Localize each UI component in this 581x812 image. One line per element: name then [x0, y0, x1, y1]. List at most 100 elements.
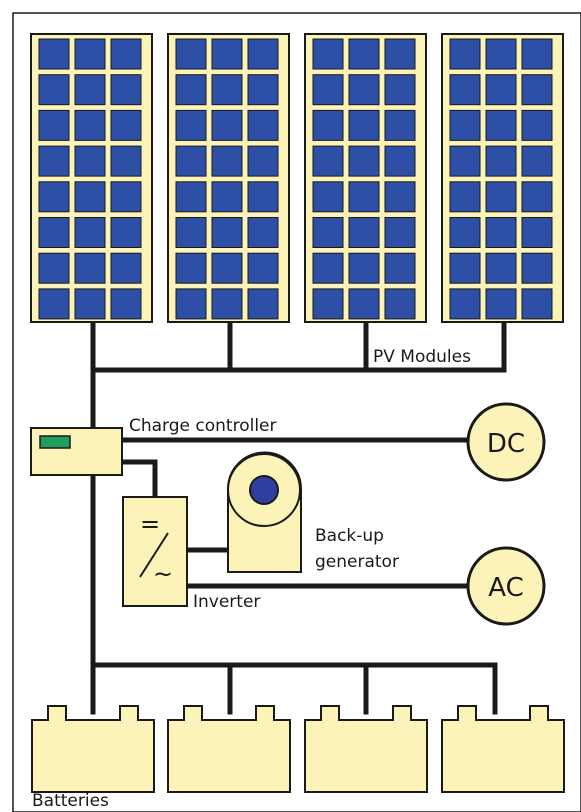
pv-cell	[312, 109, 344, 141]
charge-controller	[30, 427, 123, 476]
pv-cell	[211, 145, 243, 177]
pv-cell	[110, 74, 142, 106]
pv-cell	[175, 252, 207, 284]
dc-load-circle	[466, 402, 546, 482]
pv-cell	[38, 217, 70, 248]
inverter-ac-symbol: ~	[153, 560, 173, 588]
batteries-label: Batteries	[32, 791, 109, 811]
pv-cell	[348, 217, 380, 248]
pv-module-3	[304, 33, 427, 323]
pv-cell	[485, 38, 517, 70]
pv-cell	[74, 288, 106, 320]
pv-cell	[211, 109, 243, 141]
battery-1	[31, 705, 155, 793]
pv-cell	[521, 181, 553, 213]
battery-3	[304, 705, 428, 793]
pv-cell	[74, 74, 106, 106]
pv-module-array	[30, 33, 564, 323]
pv-cell	[38, 74, 70, 106]
pv-cell	[521, 288, 553, 320]
pv-cell	[175, 109, 207, 141]
pv-cell	[384, 252, 416, 284]
pv-cell	[521, 252, 553, 284]
pv-cell	[175, 181, 207, 213]
pv-cell	[38, 38, 70, 70]
pv-cell	[449, 74, 481, 106]
charge-controller-label: Charge controller	[129, 416, 277, 436]
pv-cell	[211, 288, 243, 320]
wire-controller-inverter	[119, 459, 158, 500]
battery-body	[304, 705, 428, 793]
pv-cell	[384, 288, 416, 320]
pv-cell	[175, 217, 207, 248]
pv-cell	[449, 145, 481, 177]
inverter-label: Inverter	[193, 592, 260, 612]
inverter: = ~	[122, 496, 188, 607]
pv-cell	[175, 145, 207, 177]
pv-cell	[247, 288, 279, 320]
pv-cell	[312, 74, 344, 106]
battery-2	[167, 705, 291, 793]
pv-cell	[384, 109, 416, 141]
pv-cell	[247, 217, 279, 248]
pv-cell	[247, 252, 279, 284]
pv-modules-label: PV Modules	[373, 347, 471, 367]
pv-cell	[110, 145, 142, 177]
pv-cell	[247, 38, 279, 70]
pv-cell	[485, 181, 517, 213]
pv-cell	[74, 217, 106, 248]
pv-cell	[74, 109, 106, 141]
battery-body	[441, 705, 565, 793]
pv-cell	[521, 109, 553, 141]
ac-load: AC	[466, 546, 546, 626]
pv-cell	[38, 109, 70, 141]
pv-cell	[348, 288, 380, 320]
pv-cell	[175, 38, 207, 70]
pv-cell	[485, 145, 517, 177]
pv-cell	[312, 181, 344, 213]
pv-cell	[485, 252, 517, 284]
pv-cell	[110, 181, 142, 213]
pv-cell	[521, 217, 553, 248]
pv-cell	[247, 109, 279, 141]
pv-cell	[348, 109, 380, 141]
ac-load-circle	[466, 546, 546, 626]
pv-cell	[247, 74, 279, 106]
pv-cell	[211, 217, 243, 248]
pv-cell	[247, 145, 279, 177]
pv-cell	[449, 38, 481, 70]
pv-cell	[211, 252, 243, 284]
pv-cell	[521, 38, 553, 70]
pv-cell	[74, 181, 106, 213]
battery-4	[441, 705, 565, 793]
pv-cell	[211, 74, 243, 106]
generator-core	[249, 475, 279, 505]
pv-cell	[348, 181, 380, 213]
pv-module-1	[30, 33, 153, 323]
pv-module-4	[441, 33, 564, 323]
pv-cell	[384, 145, 416, 177]
pv-cell	[384, 217, 416, 248]
pv-cell	[110, 288, 142, 320]
pv-cell	[521, 145, 553, 177]
pv-cell	[449, 252, 481, 284]
pv-cell	[110, 38, 142, 70]
pv-cell	[312, 38, 344, 70]
pv-cell	[348, 145, 380, 177]
inverter-dc-symbol: =	[140, 510, 160, 538]
pv-cell	[211, 38, 243, 70]
pv-cell	[348, 38, 380, 70]
pv-cell	[485, 288, 517, 320]
pv-cell	[312, 145, 344, 177]
pv-cell	[449, 217, 481, 248]
pv-cell	[74, 38, 106, 70]
pv-cell	[384, 38, 416, 70]
pv-cell	[38, 145, 70, 177]
pv-cell	[485, 217, 517, 248]
pv-cell	[110, 217, 142, 248]
pv-cell	[485, 109, 517, 141]
pv-cell	[449, 109, 481, 141]
pv-cell	[38, 288, 70, 320]
pv-cell	[384, 181, 416, 213]
